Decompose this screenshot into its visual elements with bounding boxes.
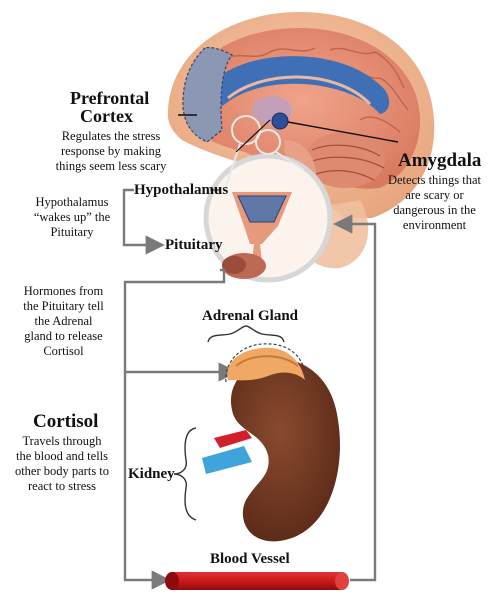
- cortisol-title: Cortisol: [33, 411, 99, 432]
- cortisol-description: Travels through the blood and tells othe…: [14, 434, 110, 493]
- kidney-illustration: [202, 343, 340, 542]
- head-illustration: [167, 12, 435, 218]
- blood-vessel-illustration: [165, 572, 349, 590]
- hypothalamus-title: Hypothalamus: [134, 182, 229, 198]
- prefrontal-title-line2: Cortex: [80, 106, 133, 126]
- hormones-description: Hormones from the Pituitary tell the Adr…: [23, 284, 104, 358]
- amygdala-description: Detects things that are scary or dangero…: [387, 173, 482, 232]
- blood-vessel-title: Blood Vessel: [210, 551, 290, 567]
- amygdala-title: Amygdala: [398, 150, 482, 171]
- amygdala-pointer: [287, 121, 399, 143]
- pituitary-title: Pituitary: [165, 237, 223, 253]
- adrenal-gland-title: Adrenal Gland: [202, 308, 298, 324]
- vessel-to-amygdala-arrow: [333, 214, 377, 582]
- pituitary-to-adrenal-arrow: [123, 268, 238, 382]
- hypothalamus-pointer: [235, 119, 271, 153]
- prefrontal-title-line1: Prefrontal: [70, 88, 150, 108]
- kidney-bracket: [173, 427, 197, 521]
- magnified-view: [203, 153, 333, 283]
- hypothalamus-to-pituitary-arrow: [122, 188, 165, 255]
- kidney-title: Kidney: [128, 466, 175, 482]
- hypothalamus-description: Hypothalamus “wakes up” the Pituitary: [33, 195, 111, 239]
- adrenal-bracket: [207, 325, 285, 343]
- cortisol-to-vessel-arrow: [123, 372, 171, 590]
- prefrontal-description: Regulates the stress response by making …: [55, 129, 167, 173]
